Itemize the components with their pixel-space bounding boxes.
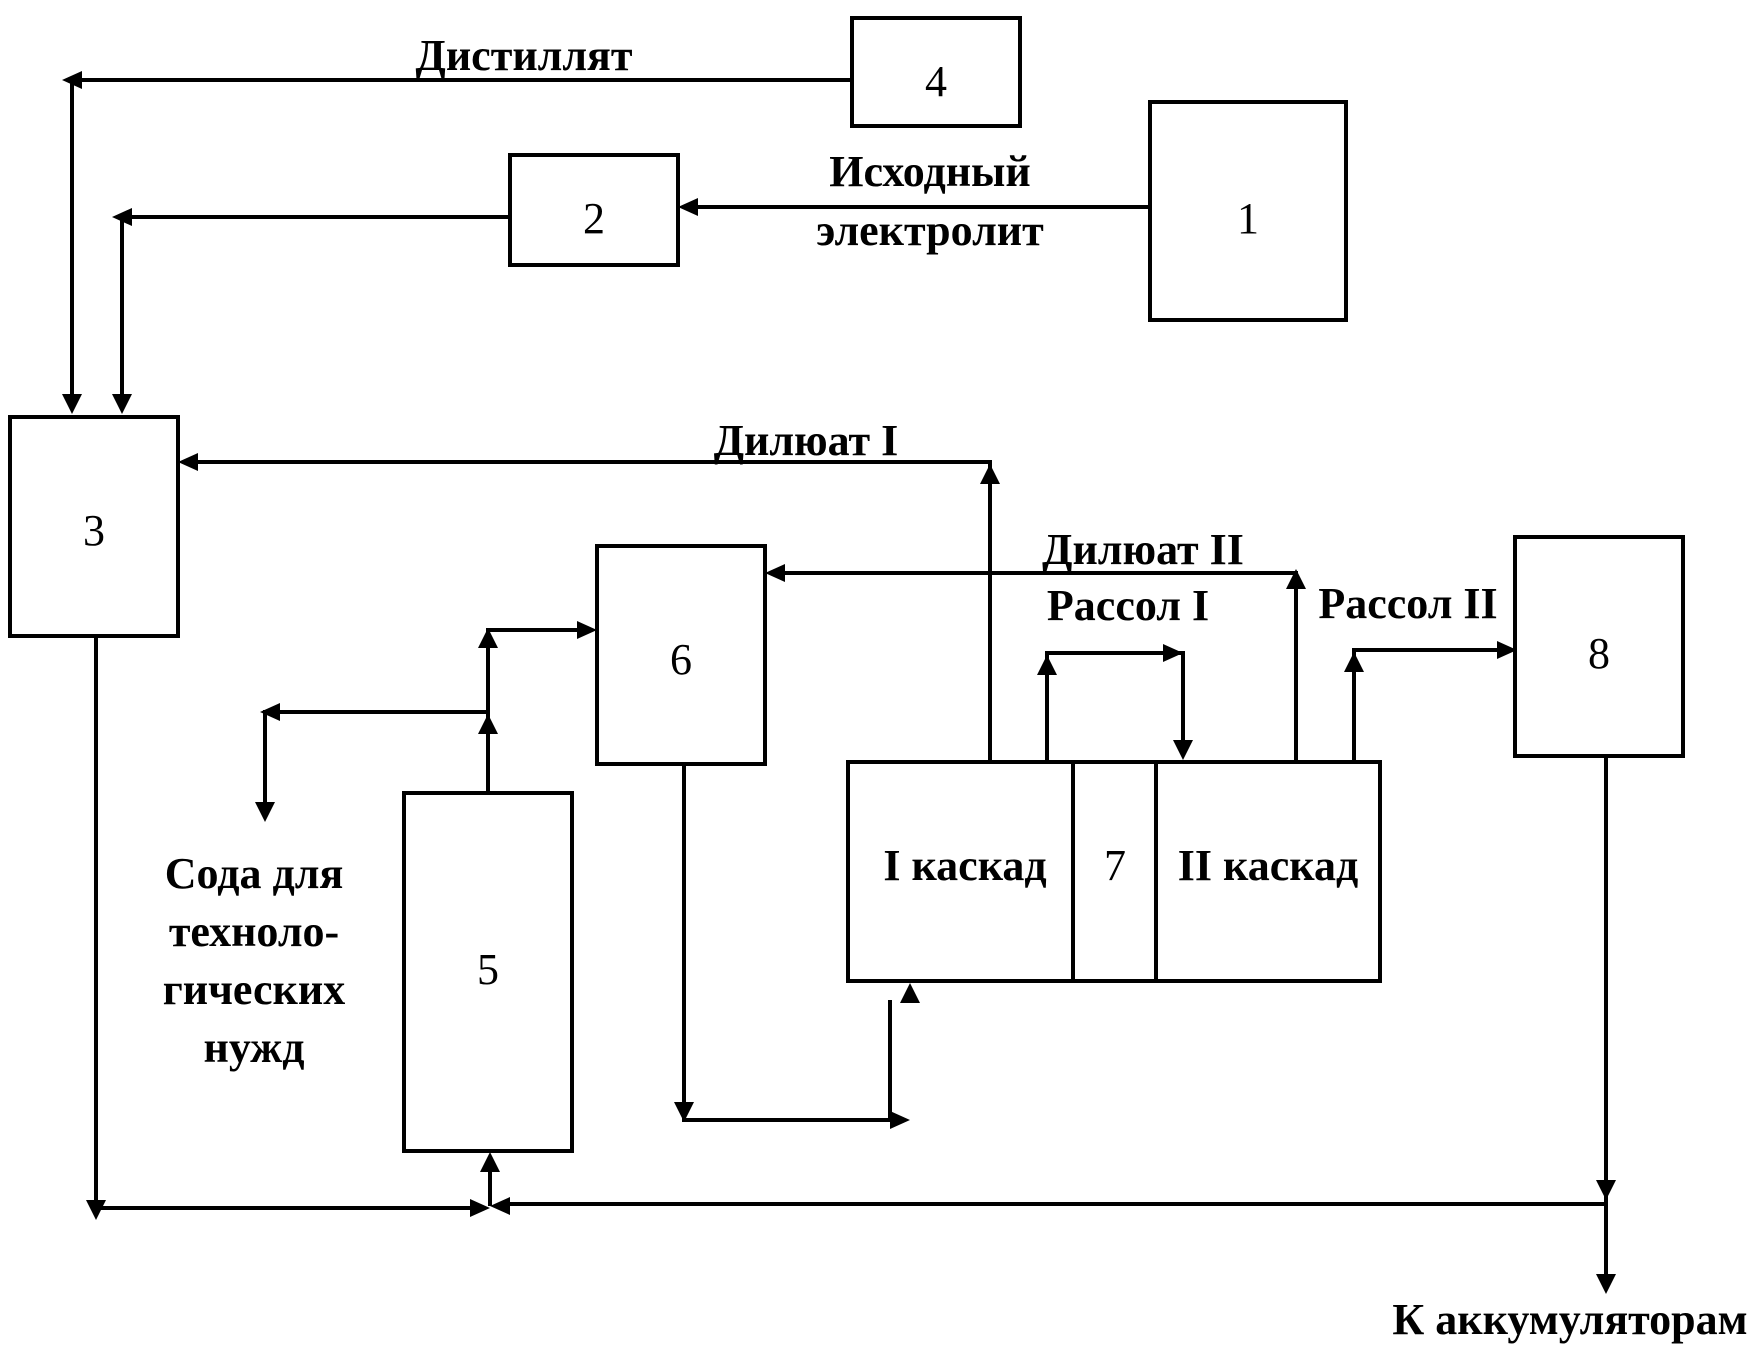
diluate-1-label: Дилюат I: [714, 416, 899, 465]
source-electrolyte-label-line1: Исходный: [829, 147, 1031, 196]
block-2-label: 2: [583, 194, 605, 243]
diluate-2-label: Дилюат II: [1042, 525, 1244, 574]
soda-note-line2: техноло-: [169, 907, 339, 956]
block5-to-block6-arrow-up-mid: [478, 714, 498, 734]
block-1-label: 1: [1237, 194, 1259, 243]
collector-arrow-left: [490, 1197, 510, 1215]
collector-arrow-right: [470, 1199, 490, 1217]
block5-to-block6-arrow-right: [577, 621, 597, 639]
block-6-label: 6: [670, 635, 692, 684]
block-3-label: 3: [83, 506, 105, 555]
diluate-1-line: [195, 462, 990, 762]
cascade-1-label: I каскад: [883, 841, 1046, 890]
source-electrolyte-arrow: [678, 198, 698, 216]
brine-1-arrow-right: [1163, 644, 1183, 662]
block-4-label: 4: [925, 57, 947, 106]
brine-1-arrow-up: [1037, 655, 1057, 675]
brine-2-label: Рассол II: [1318, 579, 1497, 628]
brine-2-arrow-up: [1344, 652, 1364, 672]
brine-1-label: Рассол I: [1047, 581, 1209, 630]
block-5-label: 5: [477, 945, 499, 994]
soda-branch-arrow-down: [255, 802, 275, 822]
diluate-1-arrow-up: [980, 464, 1000, 484]
to-batteries-label: К аккумуляторам: [1392, 1295, 1747, 1344]
block6-to-block7-arrow-up: [900, 983, 920, 1003]
soda-note-line3: гических: [163, 965, 345, 1014]
to-batteries-arrow: [1596, 1274, 1616, 1294]
block8-bottom-arrow-down: [1596, 1180, 1616, 1200]
distillate-line: [72, 80, 852, 400]
diluate-2-arrow-left: [765, 564, 785, 582]
cascade-2-label: II каскад: [1178, 841, 1358, 890]
collector-to-block5-arrow-up: [480, 1152, 500, 1172]
soda-note-line4: нужд: [204, 1023, 305, 1072]
block-8-label: 8: [1588, 629, 1610, 678]
block2-to-block3-arrow-down: [112, 394, 132, 414]
brine-1-arrow-down: [1173, 740, 1193, 760]
distillate-arrow-down: [62, 394, 82, 414]
block5-to-block6-line: [488, 630, 580, 793]
brine-2-line: [1354, 650, 1500, 762]
soda-note-line1: Сода для: [165, 849, 344, 898]
distillate-label: Дистиллят: [416, 31, 633, 80]
diluate-1-arrow-left: [178, 453, 198, 471]
source-electrolyte-label-line2: электролит: [816, 206, 1044, 255]
block6-to-block7-arrow-right: [890, 1111, 910, 1129]
brine-1-line: [1047, 653, 1183, 762]
diluate-2-line: [782, 573, 1296, 762]
block-7-label: 7: [1104, 841, 1126, 890]
block2-to-block3-line: [122, 217, 510, 400]
